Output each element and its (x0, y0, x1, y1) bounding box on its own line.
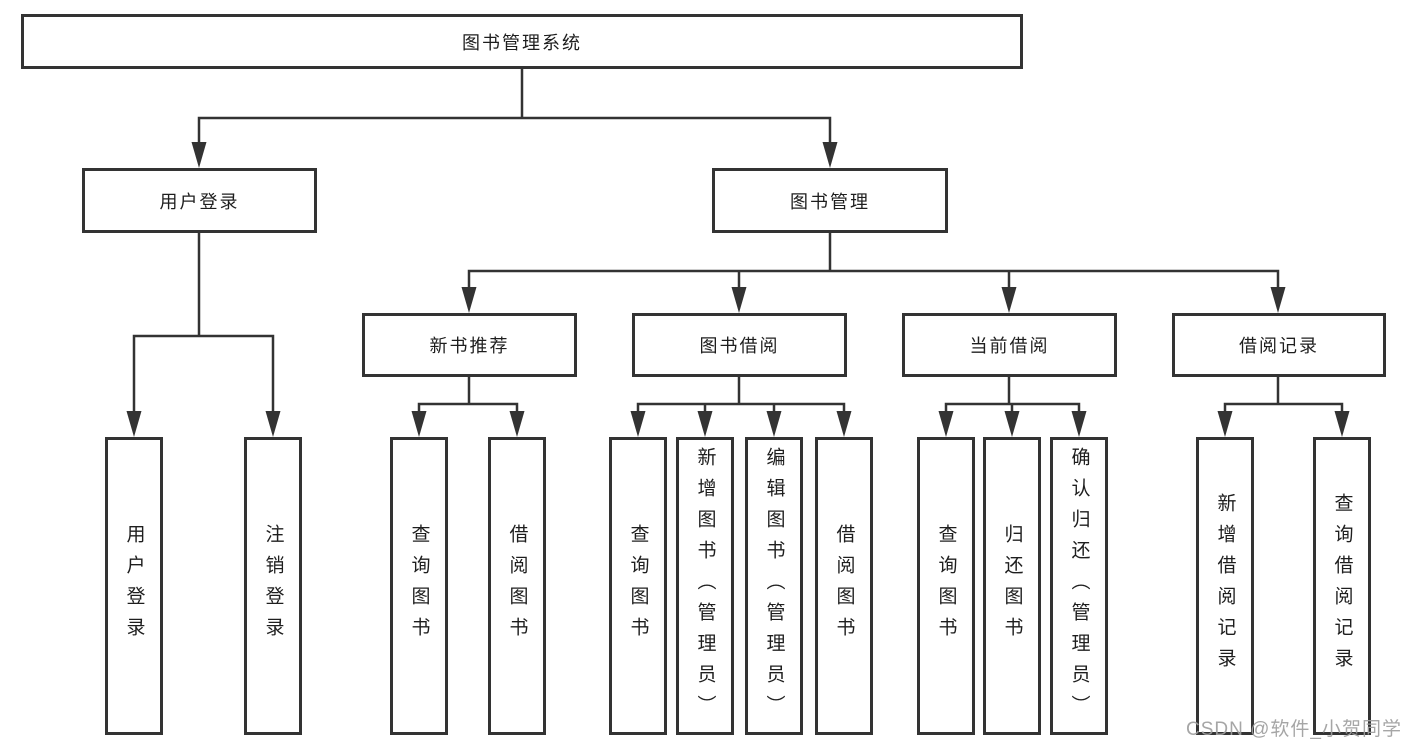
leaf-label: 查询借阅记录 (1331, 493, 1353, 679)
leaf-borrow-books-recommend: 借阅图书 (488, 437, 546, 735)
connector-arrows (126, 142, 1350, 437)
node-user-login: 用户登录 (82, 168, 317, 233)
node-current-borrow: 当前借阅 (902, 313, 1117, 377)
leaf-label: 注销登录 (262, 524, 284, 648)
leaf-add-borrow-record: 新增借阅记录 (1196, 437, 1254, 735)
csdn-watermark: CSDN @软件_小贺同学 (1186, 719, 1402, 740)
leaf-query-books-recommend: 查询图书 (390, 437, 448, 735)
leaf-return-books: 归还图书 (983, 437, 1041, 735)
leaf-query-borrow-record: 查询借阅记录 (1313, 437, 1371, 735)
leaf-label: 新增图书（管理员） (694, 446, 716, 726)
leaf-edit-book-admin: 编辑图书（管理员） (745, 437, 803, 735)
leaf-borrow-books: 借阅图书 (815, 437, 873, 735)
node-book-management: 图书管理 (712, 168, 948, 233)
leaf-query-books-current: 查询图书 (917, 437, 975, 735)
node-borrow-records: 借阅记录 (1172, 313, 1386, 377)
leaf-label: 借阅图书 (506, 524, 528, 648)
leaf-query-books-borrow: 查询图书 (609, 437, 667, 735)
leaf-label: 新增借阅记录 (1214, 493, 1236, 679)
leaf-label: 用户登录 (123, 524, 145, 648)
node-book-borrow: 图书借阅 (632, 313, 847, 377)
leaf-label: 归还图书 (1001, 524, 1023, 648)
leaf-label: 查询图书 (935, 524, 957, 648)
leaf-label: 确认归还（管理员） (1068, 446, 1090, 726)
leaf-label: 借阅图书 (833, 524, 855, 648)
leaf-user-login: 用户登录 (105, 437, 163, 735)
leaf-label: 编辑图书（管理员） (763, 446, 785, 726)
node-root-library-system: 图书管理系统 (21, 14, 1023, 69)
leaf-logout: 注销登录 (244, 437, 302, 735)
leaf-label: 查询图书 (408, 524, 430, 648)
node-new-book-recommend: 新书推荐 (362, 313, 577, 377)
leaf-confirm-return-admin: 确认归还（管理员） (1050, 437, 1108, 735)
leaf-add-book-admin: 新增图书（管理员） (676, 437, 734, 735)
leaf-label: 查询图书 (627, 524, 649, 648)
